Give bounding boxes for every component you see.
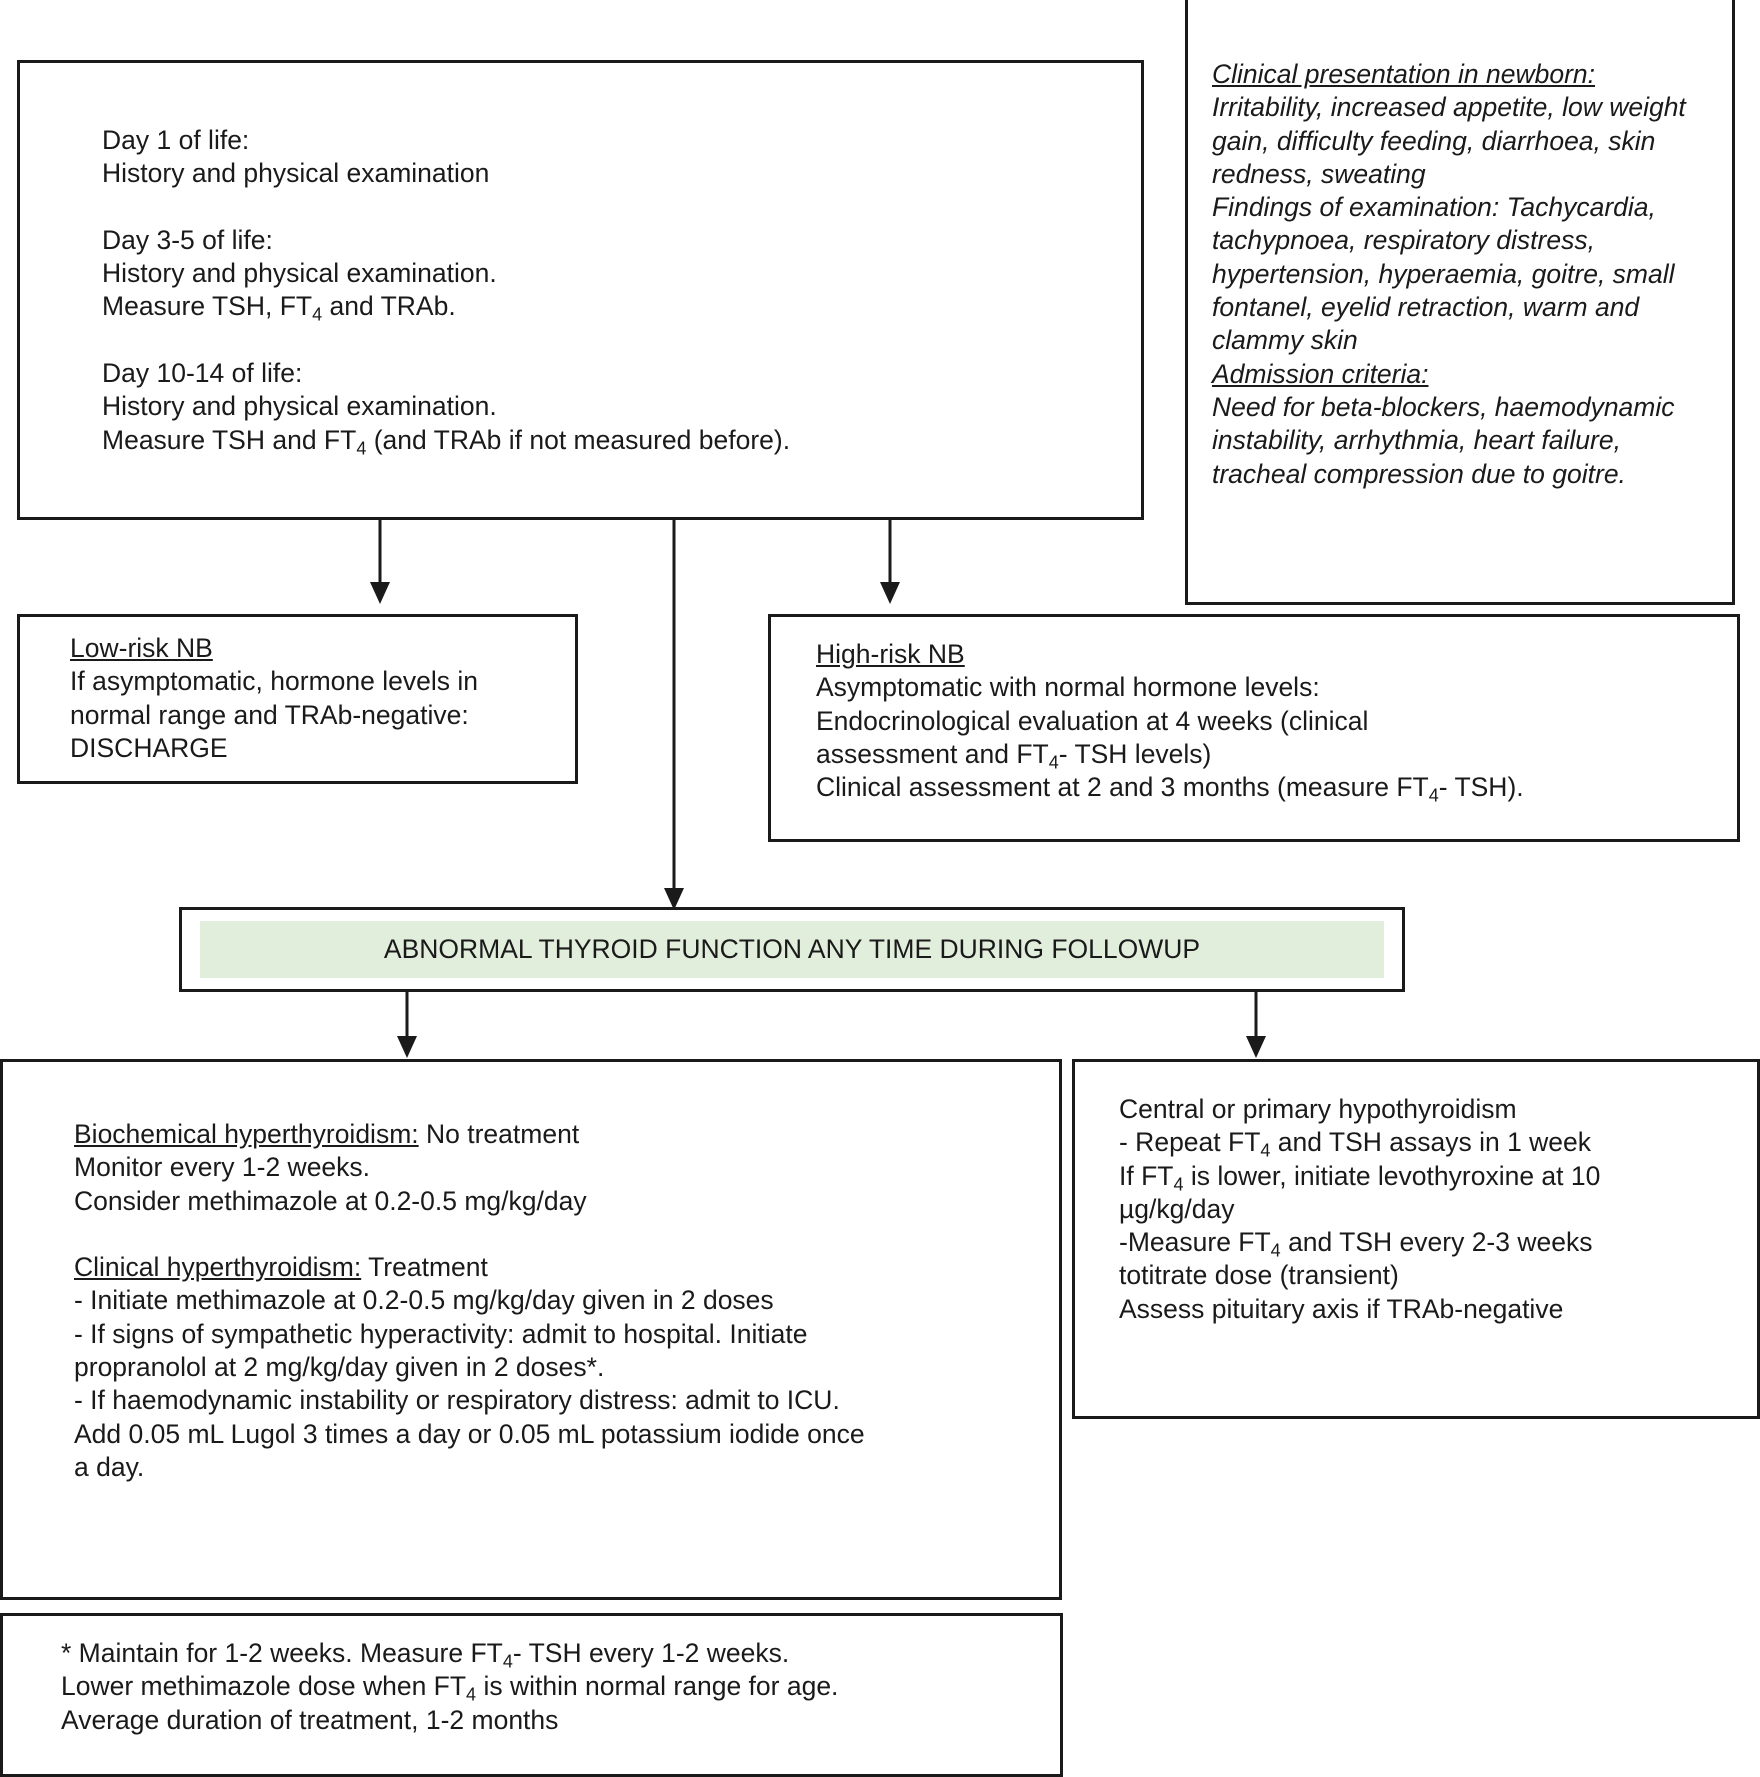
hypo-line2: - Repeat FT4 and TSH assays in 1 week — [1119, 1127, 1592, 1161]
clinical-hyper-line: - Initiate methimazole at 0.2-0.5 mg/kg/… — [74, 1285, 774, 1316]
clinical-hyper-line: propranolol at 2 mg/kg/day given in 2 do… — [74, 1352, 605, 1383]
hypo-line3: If FT4 is lower, initiate levothyroxine … — [1119, 1160, 1601, 1194]
arrowhead-hyper — [397, 1036, 417, 1058]
day1-title: Day 1 of life: — [102, 125, 250, 155]
admission-criteria-heading: Admission criteria: — [1212, 358, 1429, 389]
initial-assessment-box — [17, 60, 1144, 520]
day1014-title: Day 10-14 of life: — [102, 358, 303, 389]
day35-line1: History and physical examination. — [102, 258, 497, 289]
clinical-line: Irritability, increased appetite, low we… — [1212, 92, 1686, 123]
hypo-line7: Assess pituitary axis if TRAb-negative — [1119, 1293, 1564, 1324]
low-risk-line: DISCHARGE — [70, 732, 228, 763]
clinical-hyper-line: - If haemodynamic instability or respira… — [74, 1385, 840, 1416]
low-risk-text: Low-risk NB If asymptomatic, hormone lev… — [70, 632, 478, 765]
hypo-line5: -Measure FT4 and TSH every 2-3 weeks — [1119, 1227, 1593, 1261]
footnote-box — [0, 1613, 1063, 1777]
clinical-hyper-heading: Clinical hyperthyroidism: Treatment — [74, 1252, 488, 1283]
low-risk-line: normal range and TRAb-negative: — [70, 699, 469, 730]
biochemical-line: Monitor every 1-2 weeks. — [74, 1152, 371, 1183]
arrowhead-high-risk — [880, 582, 900, 604]
clinical-line: Findings of examination: Tachycardia, — [1212, 192, 1656, 223]
high-risk-line4: Clinical assessment at 2 and 3 months (m… — [816, 772, 1524, 806]
banner-fill — [200, 921, 1384, 978]
banner-text: ABNORMAL THYROID FUNCTION ANY TIME DURIN… — [383, 934, 1201, 964]
biochemical-line: Consider methimazole at 0.2-0.5 mg/kg/da… — [74, 1185, 587, 1216]
high-risk-line2: Endocrinological evaluation at 4 weeks (… — [816, 705, 1369, 736]
arrowhead-low-risk — [370, 582, 390, 604]
admission-line: Need for beta-blockers, haemodynamic — [1212, 391, 1675, 422]
footnote-line2: Lower methimazole dose when FT4 is withi… — [61, 1671, 839, 1705]
footnote-line3: Average duration of treatment, 1-2 month… — [61, 1704, 559, 1735]
day35-line2: Measure TSH, FT4 and TRAb. — [102, 291, 456, 325]
high-risk-text: High-risk NB Asymptomatic with normal ho… — [816, 638, 1524, 806]
low-risk-title: Low-risk NB — [70, 633, 213, 663]
day1-line: History and physical examination — [102, 158, 490, 189]
clinical-line: gain, difficulty feeding, diarrhoea, ski… — [1212, 125, 1656, 156]
clinical-hyper-line: a day. — [74, 1451, 145, 1482]
arrowhead-hypo — [1246, 1036, 1266, 1058]
clinical-presentation-box — [1185, 0, 1735, 605]
day1014-line2: Measure TSH and FT4 (and TRAb if not mea… — [102, 424, 791, 459]
clinical-hyper-line: - If signs of sympathetic hyperactivity:… — [74, 1318, 808, 1349]
day35-title: Day 3-5 of life: — [102, 224, 273, 255]
clinical-line: fontanel, eyelid retraction, warm and — [1212, 292, 1640, 323]
low-risk-line: If asymptomatic, hormone levels in — [70, 666, 478, 697]
hypothyroidism-box — [1072, 1059, 1760, 1419]
high-risk-line1: Asymptomatic with normal hormone levels: — [816, 672, 1320, 703]
hypothyroidism-text: Central or primary hypothyroidism - Repe… — [1119, 1093, 1600, 1326]
clinical-line: clammy skin — [1212, 325, 1358, 356]
clinical-line: redness, sweating — [1212, 158, 1426, 189]
clinical-presentation-heading: Clinical presentation in newborn: — [1212, 59, 1595, 89]
hyperthyroidism-text: Biochemical hyperthyroidism: No treatmen… — [74, 1118, 865, 1484]
clinical-line: hypertension, hyperaemia, goitre, small — [1212, 258, 1675, 289]
hypo-line1: Central or primary hypothyroidism — [1119, 1094, 1517, 1124]
high-risk-line3: assessment and FT4- TSH levels) — [816, 738, 1212, 773]
hyperthyroidism-box — [0, 1059, 1062, 1600]
day1014-line1: History and physical examination. — [102, 391, 497, 422]
arrowhead-banner — [664, 888, 684, 910]
admission-line: instability, arrhythmia, heart failure, — [1212, 425, 1621, 456]
high-risk-title: High-risk NB — [816, 639, 965, 669]
hypo-line6: totitrate dose (transient) — [1119, 1260, 1399, 1291]
admission-line: tracheal compression due to goitre. — [1212, 458, 1626, 489]
footnote-text: * Maintain for 1-2 weeks. Measure FT4- T… — [61, 1637, 838, 1737]
clinical-line: tachypnoea, respiratory distress, — [1212, 225, 1595, 256]
hypo-line4: µg/kg/day — [1119, 1193, 1235, 1224]
clinical-hyper-line: Add 0.05 mL Lugol 3 times a day or 0.05 … — [74, 1418, 865, 1449]
biochemical-heading: Biochemical hyperthyroidism: No treatmen… — [74, 1119, 580, 1149]
clinical-presentation-text: Clinical presentation in newborn: Irrita… — [1212, 58, 1686, 491]
low-risk-box — [17, 614, 578, 784]
initial-assessment-text: Day 1 of life: History and physical exam… — [102, 124, 790, 457]
high-risk-box — [768, 614, 1740, 842]
footnote-line1: * Maintain for 1-2 weeks. Measure FT4- T… — [61, 1638, 790, 1672]
